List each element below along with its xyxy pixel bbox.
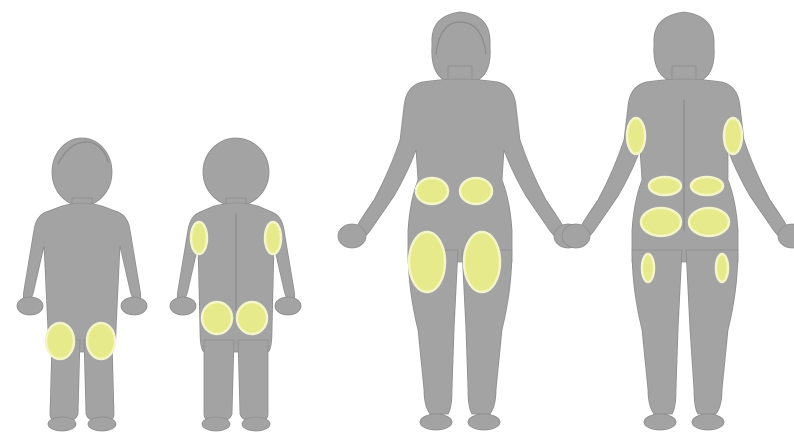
child-front-body <box>17 138 147 431</box>
child-back-right-buttock-site <box>202 302 232 334</box>
adult-back-right-outer-thigh-site <box>642 254 654 282</box>
adult-back-figure <box>562 12 794 430</box>
child-back-right-arm-site <box>191 222 207 254</box>
child-front-left-thigh-site <box>87 323 115 359</box>
adult-front-figure <box>338 12 582 430</box>
adult-back-left-buttock-site <box>689 208 729 236</box>
adult-front-left-thigh-site <box>464 232 500 292</box>
adult-back-left-arm-site <box>724 118 742 154</box>
adult-back-right-buttock-site <box>641 208 681 236</box>
adult-back-left-outer-thigh-site <box>716 254 728 282</box>
adult-back-right-lower-back-site <box>649 177 681 195</box>
child-front-right-thigh-site <box>46 323 74 359</box>
adult-front-left-abdomen-site <box>460 178 492 204</box>
adult-front-right-thigh-site <box>409 232 445 292</box>
child-front-figure <box>17 138 147 431</box>
child-back-left-buttock-site <box>237 302 267 334</box>
adult-front-right-abdomen-site <box>416 178 448 204</box>
child-back-left-arm-site <box>265 222 281 254</box>
adult-back-right-arm-site <box>627 118 645 154</box>
adult-front-body <box>338 12 582 430</box>
adult-back-left-lower-back-site <box>691 177 723 195</box>
child-back-figure <box>170 138 301 431</box>
